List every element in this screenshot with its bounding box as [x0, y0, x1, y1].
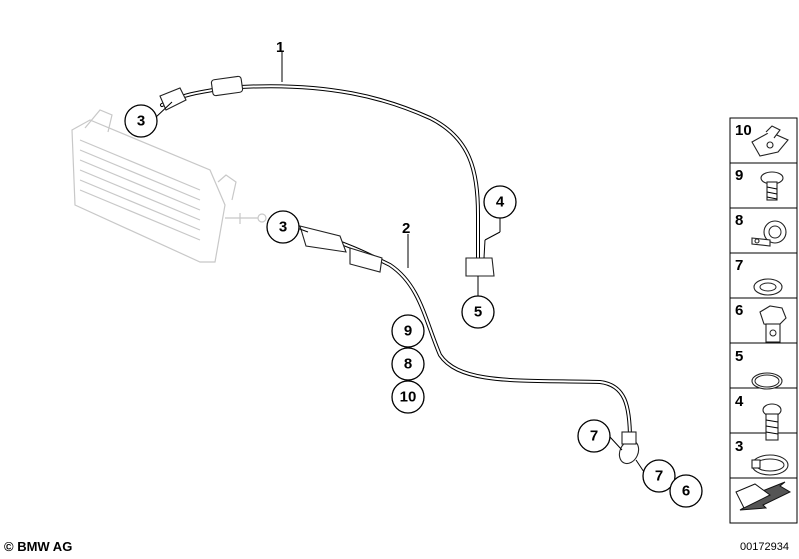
callout-5: 5 [461, 295, 495, 329]
panel-num-10: 10 [735, 122, 752, 139]
pipe-clamp-icon [751, 220, 787, 247]
diagram-id: 00172934 [740, 541, 789, 553]
svg-text:5: 5 [474, 304, 482, 321]
hex-bolt-icon [762, 403, 782, 441]
oil-cooler-illustration [71, 109, 267, 263]
panel-num-9: 9 [735, 167, 743, 184]
svg-text:6: 6 [682, 483, 690, 500]
callout-3-lower: 3 [266, 210, 300, 244]
seal-ring-icon [753, 278, 783, 296]
label-part-1: 1 [276, 39, 284, 56]
callout-6: 6 [669, 474, 703, 508]
leader-lines [154, 52, 645, 473]
svg-text:10: 10 [400, 389, 417, 406]
oil-line-2 [299, 225, 640, 465]
banjo-bolt-icon [759, 305, 787, 343]
callout-10: 10 [391, 380, 425, 414]
panel-num-8: 8 [735, 212, 743, 229]
svg-text:4: 4 [496, 194, 505, 211]
callout-8: 8 [391, 347, 425, 381]
panel-num-4: 4 [735, 393, 744, 410]
copyright-text: © BMW AG [4, 539, 73, 554]
svg-text:3: 3 [279, 219, 287, 236]
panel-num-6: 6 [735, 302, 743, 319]
svg-text:8: 8 [404, 356, 412, 373]
callout-7-left: 7 [577, 419, 611, 453]
panel-num-3: 3 [735, 438, 743, 455]
callout-9: 9 [391, 314, 425, 348]
svg-text:3: 3 [137, 113, 145, 130]
callout-4: 4 [483, 185, 517, 219]
svg-text:7: 7 [590, 428, 598, 445]
o-ring-icon [751, 372, 783, 390]
arrow-icon [735, 481, 792, 511]
clip-nut-icon [751, 125, 789, 157]
panel-num-5: 5 [735, 348, 743, 365]
callout-3-upper: 3 [124, 104, 158, 138]
panel-num-7: 7 [735, 257, 743, 274]
callout-7-right: 7 [642, 459, 676, 493]
screw-icon [760, 171, 784, 201]
svg-text:9: 9 [404, 323, 412, 340]
parts-panel: 10 9 8 7 6 [729, 117, 798, 524]
hose-clamp-icon [751, 454, 789, 476]
oil-line-1 [159, 75, 495, 277]
svg-text:7: 7 [655, 468, 663, 485]
label-part-2: 2 [402, 220, 410, 237]
